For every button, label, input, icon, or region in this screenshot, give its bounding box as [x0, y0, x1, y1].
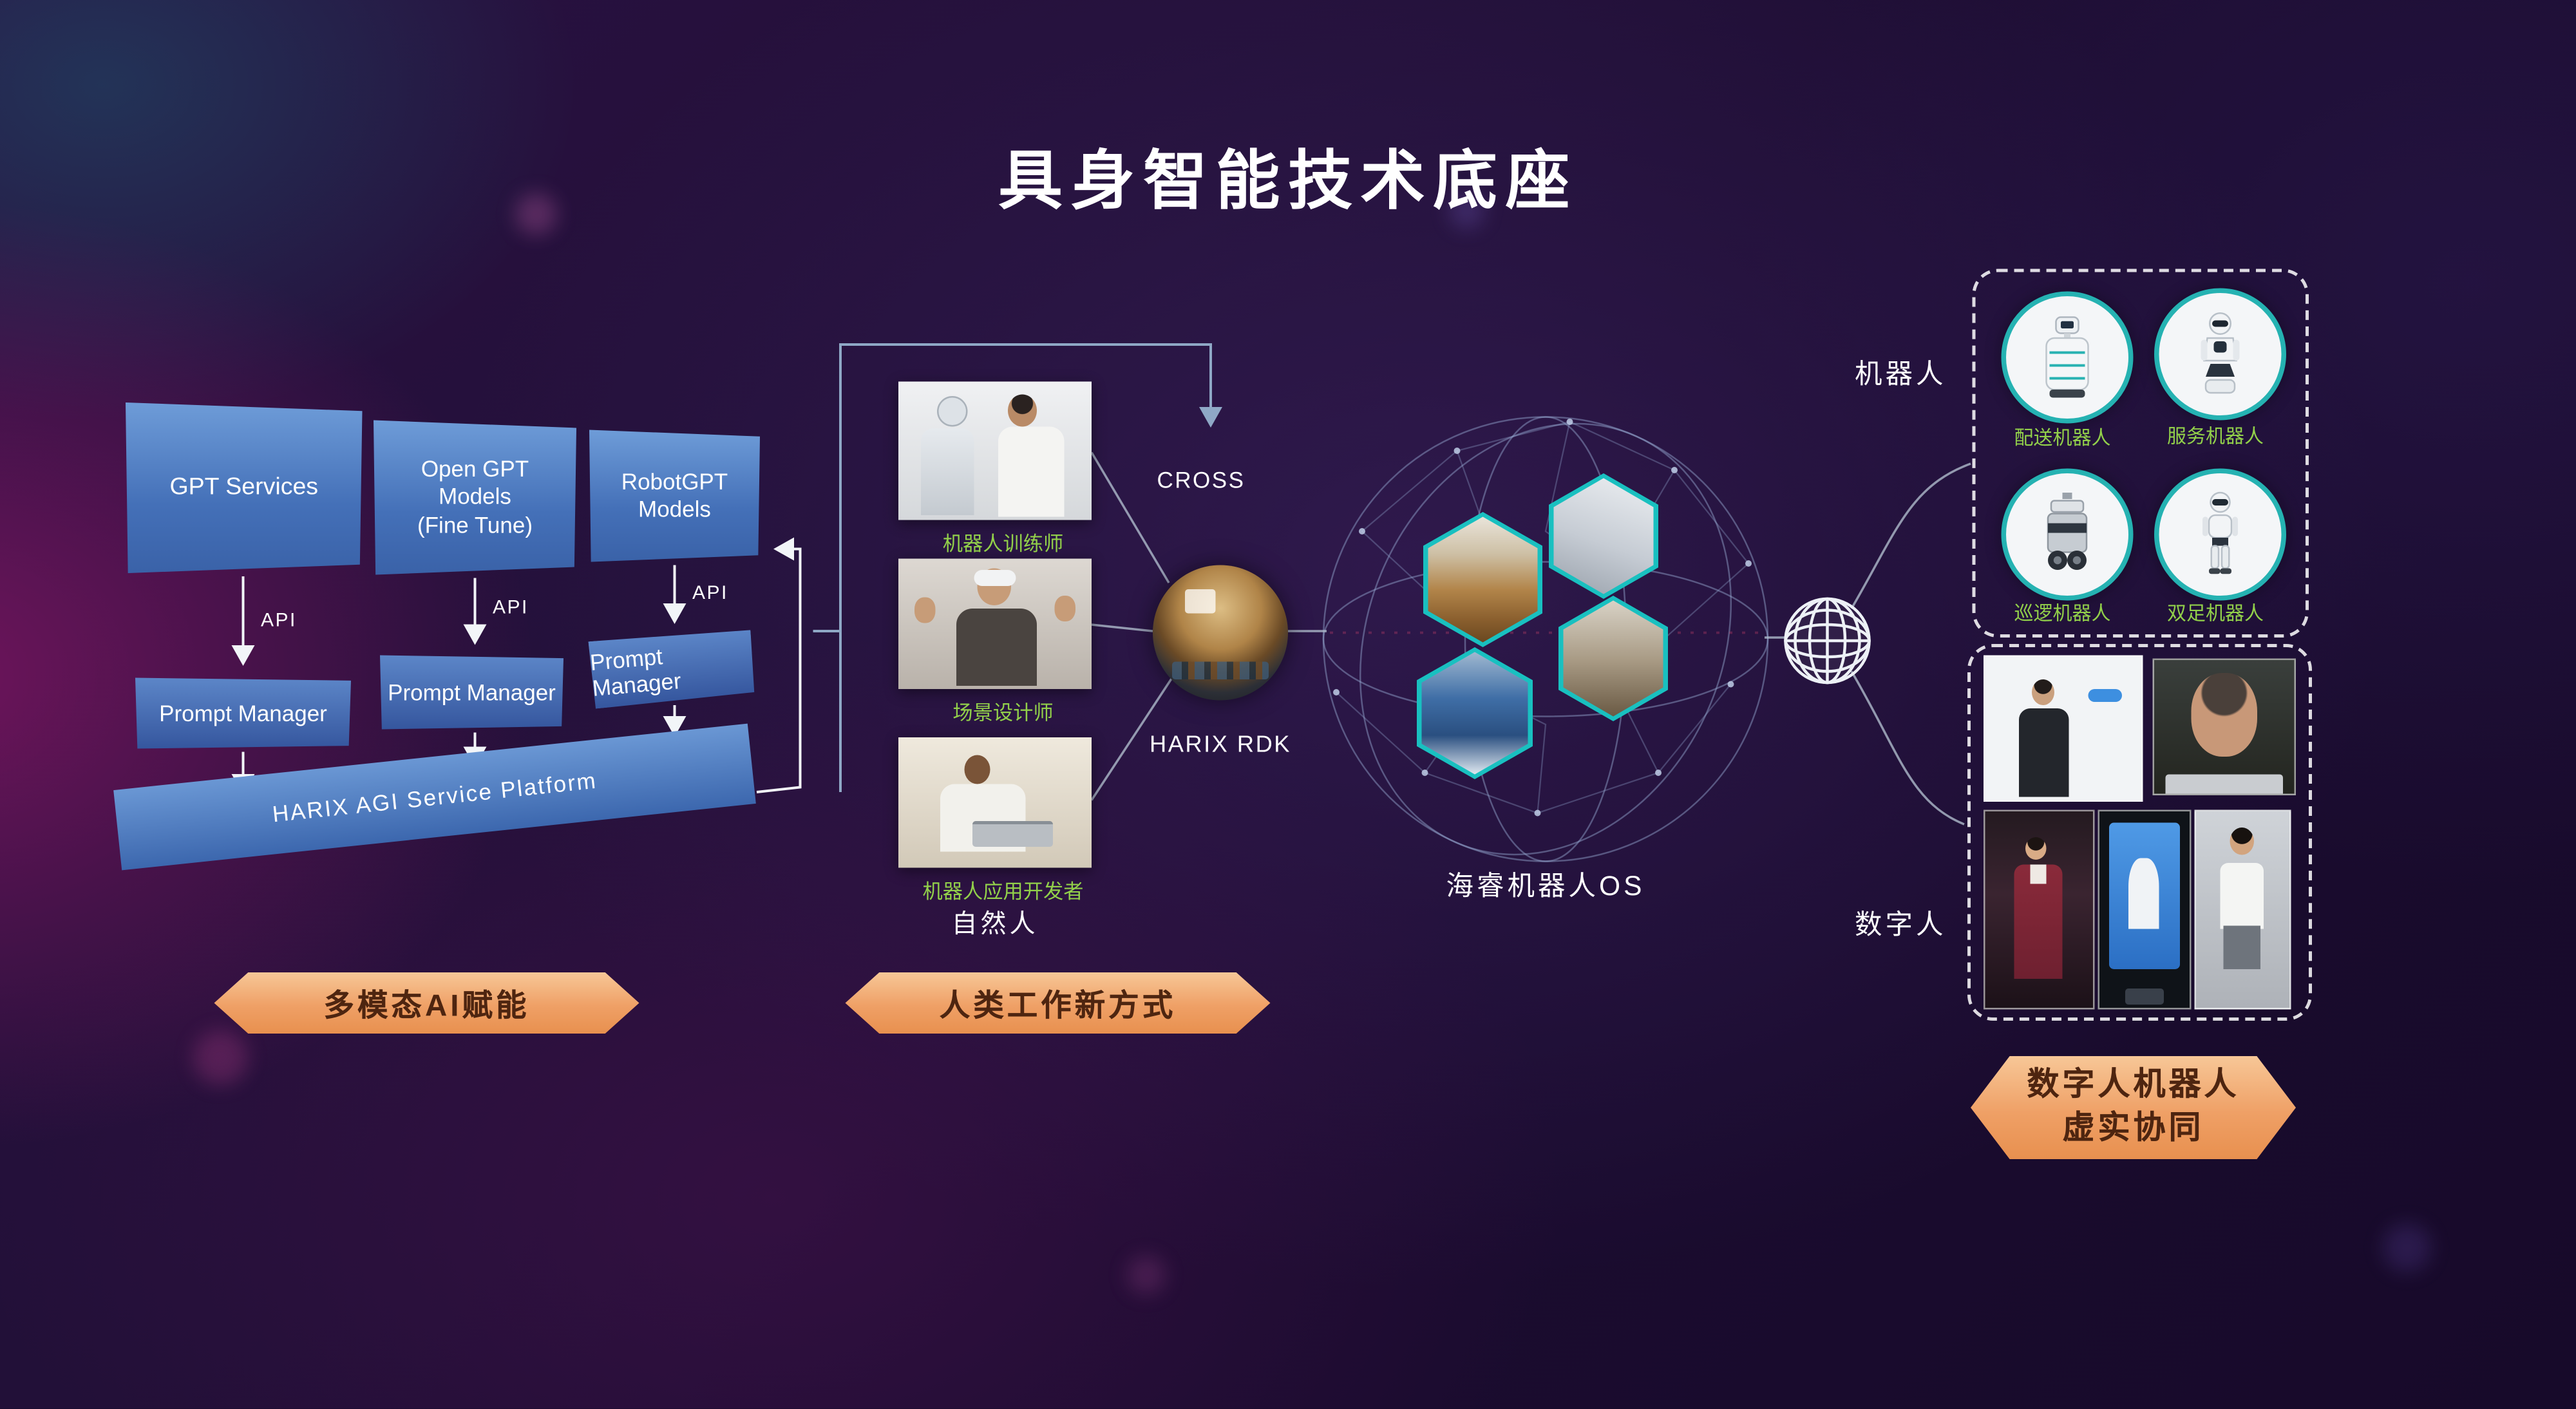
prompt-manager-box-3: Prompt Manager: [588, 627, 756, 709]
developer-head: [963, 755, 990, 785]
trainer-figure: [999, 426, 1065, 518]
digital-human-group-label: 数字人: [1855, 909, 1947, 941]
page-title: 具身智能技术底座: [998, 146, 1578, 218]
delivery-robot-label: 配送机器人: [2014, 426, 2111, 449]
robot-head: [937, 395, 968, 426]
robot-figure: [921, 428, 974, 515]
laptop: [971, 820, 1053, 846]
api-label-1: API: [261, 609, 297, 631]
hostess-head: [2025, 837, 2046, 860]
robot-trainer-label: 机器人训练师: [942, 533, 1064, 556]
bokeh-light: [2383, 1224, 2431, 1272]
human-work-banner-label: 人类工作新方式: [939, 989, 1177, 1023]
vr-headset: [973, 570, 1016, 587]
screen-button: [2088, 688, 2123, 701]
harix-os-label: 海睿机器人OS: [1446, 871, 1645, 902]
collaboration-banner-line2: 虚实协同: [2062, 1111, 2204, 1146]
os-scene-hex-room: [1558, 596, 1668, 721]
globe-icon: [1784, 597, 1871, 685]
kiosk-avatar: [2128, 858, 2159, 929]
bipedal-robot-avatar: [2154, 468, 2286, 601]
os-scene-hex-wood: [1423, 512, 1542, 647]
delivery-robot-avatar: [2001, 291, 2134, 424]
robotgpt-models-box: RobotGPT Models: [589, 430, 760, 562]
digital-human-group-box: [1967, 644, 2312, 1021]
multimodal-ai-banner-label: 多模态AI赋能: [323, 989, 530, 1023]
laptop-base: [2165, 775, 2284, 794]
digital-human-face-tile: [2152, 658, 2296, 795]
designer-hand-right: [1055, 595, 1077, 621]
api-label-3: API: [692, 581, 728, 604]
patrol-robot-icon: [2047, 493, 2088, 570]
harix-agi-platform-label: HARIX AGI Service Platform: [271, 767, 598, 827]
service-robot-icon: [2201, 312, 2240, 394]
prompt-manager-box-1: Prompt Manager: [135, 677, 351, 749]
bokeh-light: [515, 193, 557, 235]
hostess-collar: [2030, 864, 2046, 884]
os-scene-hex-ceiling: [1549, 473, 1658, 599]
cross-label: CROSS: [1157, 467, 1245, 493]
natural-person-label: 自然人: [951, 911, 1039, 939]
human-work-banner: 人类工作新方式: [845, 972, 1271, 1034]
girl-head: [2230, 827, 2254, 855]
girl-shirt: [2220, 862, 2264, 929]
patrol-robot-label: 巡逻机器人: [2014, 602, 2111, 625]
digital-human-kiosk-tile: [2098, 809, 2192, 1010]
bokeh-light: [193, 1030, 248, 1085]
presenter-head: [2032, 679, 2055, 706]
kiosk-base: [2125, 988, 2164, 1004]
prompt-manager-label: Prompt Manager: [589, 643, 683, 701]
multimodal-ai-banner: 多模态AI赋能: [214, 972, 639, 1034]
os-scene-hex-factory: [1417, 647, 1533, 779]
trainer-head: [1009, 393, 1038, 426]
prompt-manager-label: Prompt Manager: [388, 679, 556, 705]
gpt-services-box: GPT Services: [126, 402, 363, 573]
designer-figure: [956, 608, 1037, 686]
presenter-figure: [2019, 708, 2070, 798]
prompt-manager-label: Prompt Manager: [159, 700, 327, 726]
bipedal-robot-icon: [2202, 491, 2238, 574]
api-label-2: API: [493, 596, 529, 618]
patrol-robot-avatar: [2001, 468, 2134, 601]
bokeh-light: [1127, 1256, 1166, 1294]
service-robot-label: 服务机器人: [2166, 425, 2264, 448]
collaboration-banner-line1: 数字人机器人: [2027, 1067, 2240, 1103]
digital-human-presenter-tile: [1984, 655, 2143, 802]
harix-rdk-label: HARIX RDK: [1150, 732, 1291, 759]
designer-hand-left: [913, 598, 935, 624]
robot-group-box: [1972, 269, 2309, 638]
robot-group-label: 机器人: [1855, 359, 1947, 390]
app-developer-photo: [898, 737, 1092, 868]
scene-designer-photo: [898, 558, 1092, 689]
digital-face: [2190, 673, 2258, 757]
digital-human-hostess-tile: [1984, 809, 2095, 1010]
prompt-manager-box-2: Prompt Manager: [380, 655, 564, 730]
harix-rdk-sphere: [1153, 565, 1288, 701]
bokeh-light: [1449, 193, 1484, 229]
robotgpt-models-label: RobotGPT Models: [621, 468, 728, 522]
robot-trainer-photo: [898, 381, 1092, 520]
service-robot-avatar: [2154, 288, 2286, 421]
open-gpt-models-box: Open GPT Models (Fine Tune): [374, 420, 576, 575]
bipedal-robot-label: 双足机器人: [2166, 602, 2264, 625]
delivery-robot-icon: [2045, 316, 2089, 398]
app-developer-label: 机器人应用开发者: [922, 880, 1084, 903]
open-gpt-models-label: Open GPT Models (Fine Tune): [417, 455, 533, 538]
gpt-services-label: GPT Services: [169, 473, 319, 500]
collaboration-banner: 数字人机器人 虚实协同: [1971, 1056, 2296, 1159]
girl-skirt: [2223, 925, 2260, 969]
digital-human-girl-tile: [2194, 809, 2291, 1010]
scene-designer-label: 场景设计师: [952, 702, 1054, 724]
